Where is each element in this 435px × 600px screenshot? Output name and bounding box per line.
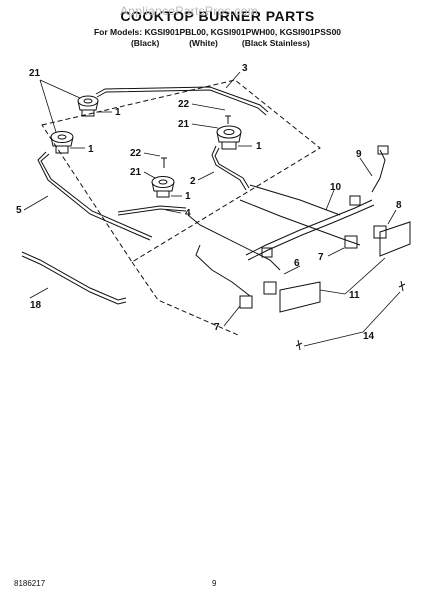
burner-front-left [50, 131, 74, 154]
callout-21-a: 21 [29, 68, 41, 79]
page-header: COOKTOP BURNER PARTS For Models: KGSI901… [0, 6, 435, 48]
callout-14: 14 [363, 331, 375, 342]
variant-white: (White) [189, 38, 218, 48]
burner-front-right [151, 157, 175, 198]
callout-9: 9 [356, 149, 362, 160]
manifold-tube-c [239, 199, 361, 246]
callout-numbers: 21 1 1 3 22 21 1 22 21 1 5 2 4 9 10 8 6 … [16, 63, 402, 342]
model-variants: (Black) (White) (Black Stainless) [0, 38, 435, 48]
callout-22-a: 22 [178, 99, 190, 110]
gas-tube-3 [95, 86, 269, 113]
manifold-tube-b [195, 244, 251, 297]
callout-1-a: 1 [115, 107, 121, 118]
callout-1-c: 1 [256, 141, 262, 152]
callout-7-b: 7 [214, 322, 220, 333]
cooktop-outline-lower [131, 261, 239, 336]
callout-5: 5 [16, 205, 22, 216]
callout-18: 18 [30, 300, 42, 311]
manifold-tube-a [187, 214, 281, 271]
bracket-front [279, 281, 321, 313]
gas-tube-5 [37, 151, 151, 241]
callout-3: 3 [242, 63, 248, 74]
leader-lines [23, 71, 401, 347]
screw-front [295, 339, 303, 351]
variant-black-stainless: (Black Stainless) [241, 38, 310, 48]
cooktop-outline [41, 79, 321, 263]
callout-2: 2 [190, 176, 196, 187]
page-number: 9 [212, 579, 217, 588]
valve-front [239, 247, 277, 309]
model-list: For Models: KGSI901PBL00, KGSI901PWH00, … [93, 27, 342, 37]
callout-1-b: 1 [88, 144, 94, 155]
screw-rear [398, 280, 406, 292]
variant-black: (Black) [130, 38, 160, 48]
document-number: 8186217 [14, 579, 46, 588]
page-title: COOKTOP BURNER PARTS [120, 8, 315, 24]
callout-11: 11 [349, 290, 360, 301]
wire-lead-9 [371, 149, 386, 193]
burner-back-left [77, 95, 99, 117]
callout-7-a: 7 [318, 252, 324, 263]
callout-10: 10 [330, 182, 342, 193]
callout-22-b: 22 [130, 148, 142, 159]
callout-8: 8 [396, 200, 402, 211]
gas-tube-4 [117, 205, 187, 213]
callout-21-c: 21 [130, 167, 142, 178]
burner-back-right [216, 115, 242, 150]
gas-tube-18 [21, 251, 127, 301]
bracket-rear [379, 221, 411, 257]
callout-4: 4 [185, 208, 191, 219]
callout-6: 6 [294, 258, 300, 269]
wire-harness [245, 199, 373, 256]
watermark: AppliancePartsPros.com [120, 4, 258, 18]
callout-1-d: 1 [185, 191, 191, 202]
callout-21-b: 21 [178, 119, 190, 130]
gas-tube-2 [211, 145, 247, 191]
